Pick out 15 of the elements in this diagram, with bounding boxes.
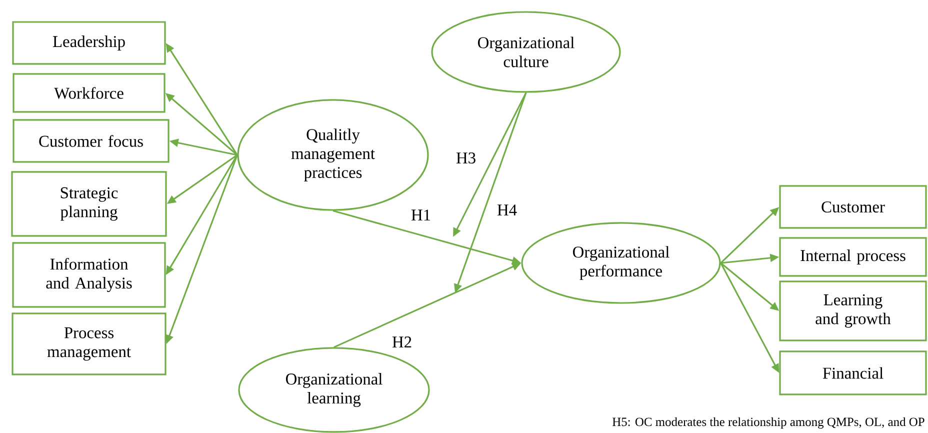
factor-box: Leadership bbox=[12, 21, 166, 65]
edge-label: H4 bbox=[496, 204, 518, 216]
edge-label: H3 bbox=[454, 151, 478, 164]
factor-box: Information and Analysis bbox=[12, 242, 166, 308]
factor-box: Internal process bbox=[779, 237, 927, 277]
factor-box: Financial bbox=[779, 350, 927, 396]
factor-box: Learning and growth bbox=[779, 280, 927, 342]
footnote: H5: OC moderates the relationship among QMPs, OL, and OP bbox=[612, 417, 924, 429]
factor-box: Process management bbox=[12, 312, 166, 376]
edge-label: H2 bbox=[390, 336, 414, 348]
edge-label: H1 bbox=[410, 208, 432, 222]
factor-box: Workforce bbox=[12, 73, 166, 113]
factor-box: Customer focus bbox=[12, 119, 170, 163]
factor-box: Strategic planning bbox=[11, 171, 167, 237]
factor-box: Customer bbox=[779, 185, 927, 229]
